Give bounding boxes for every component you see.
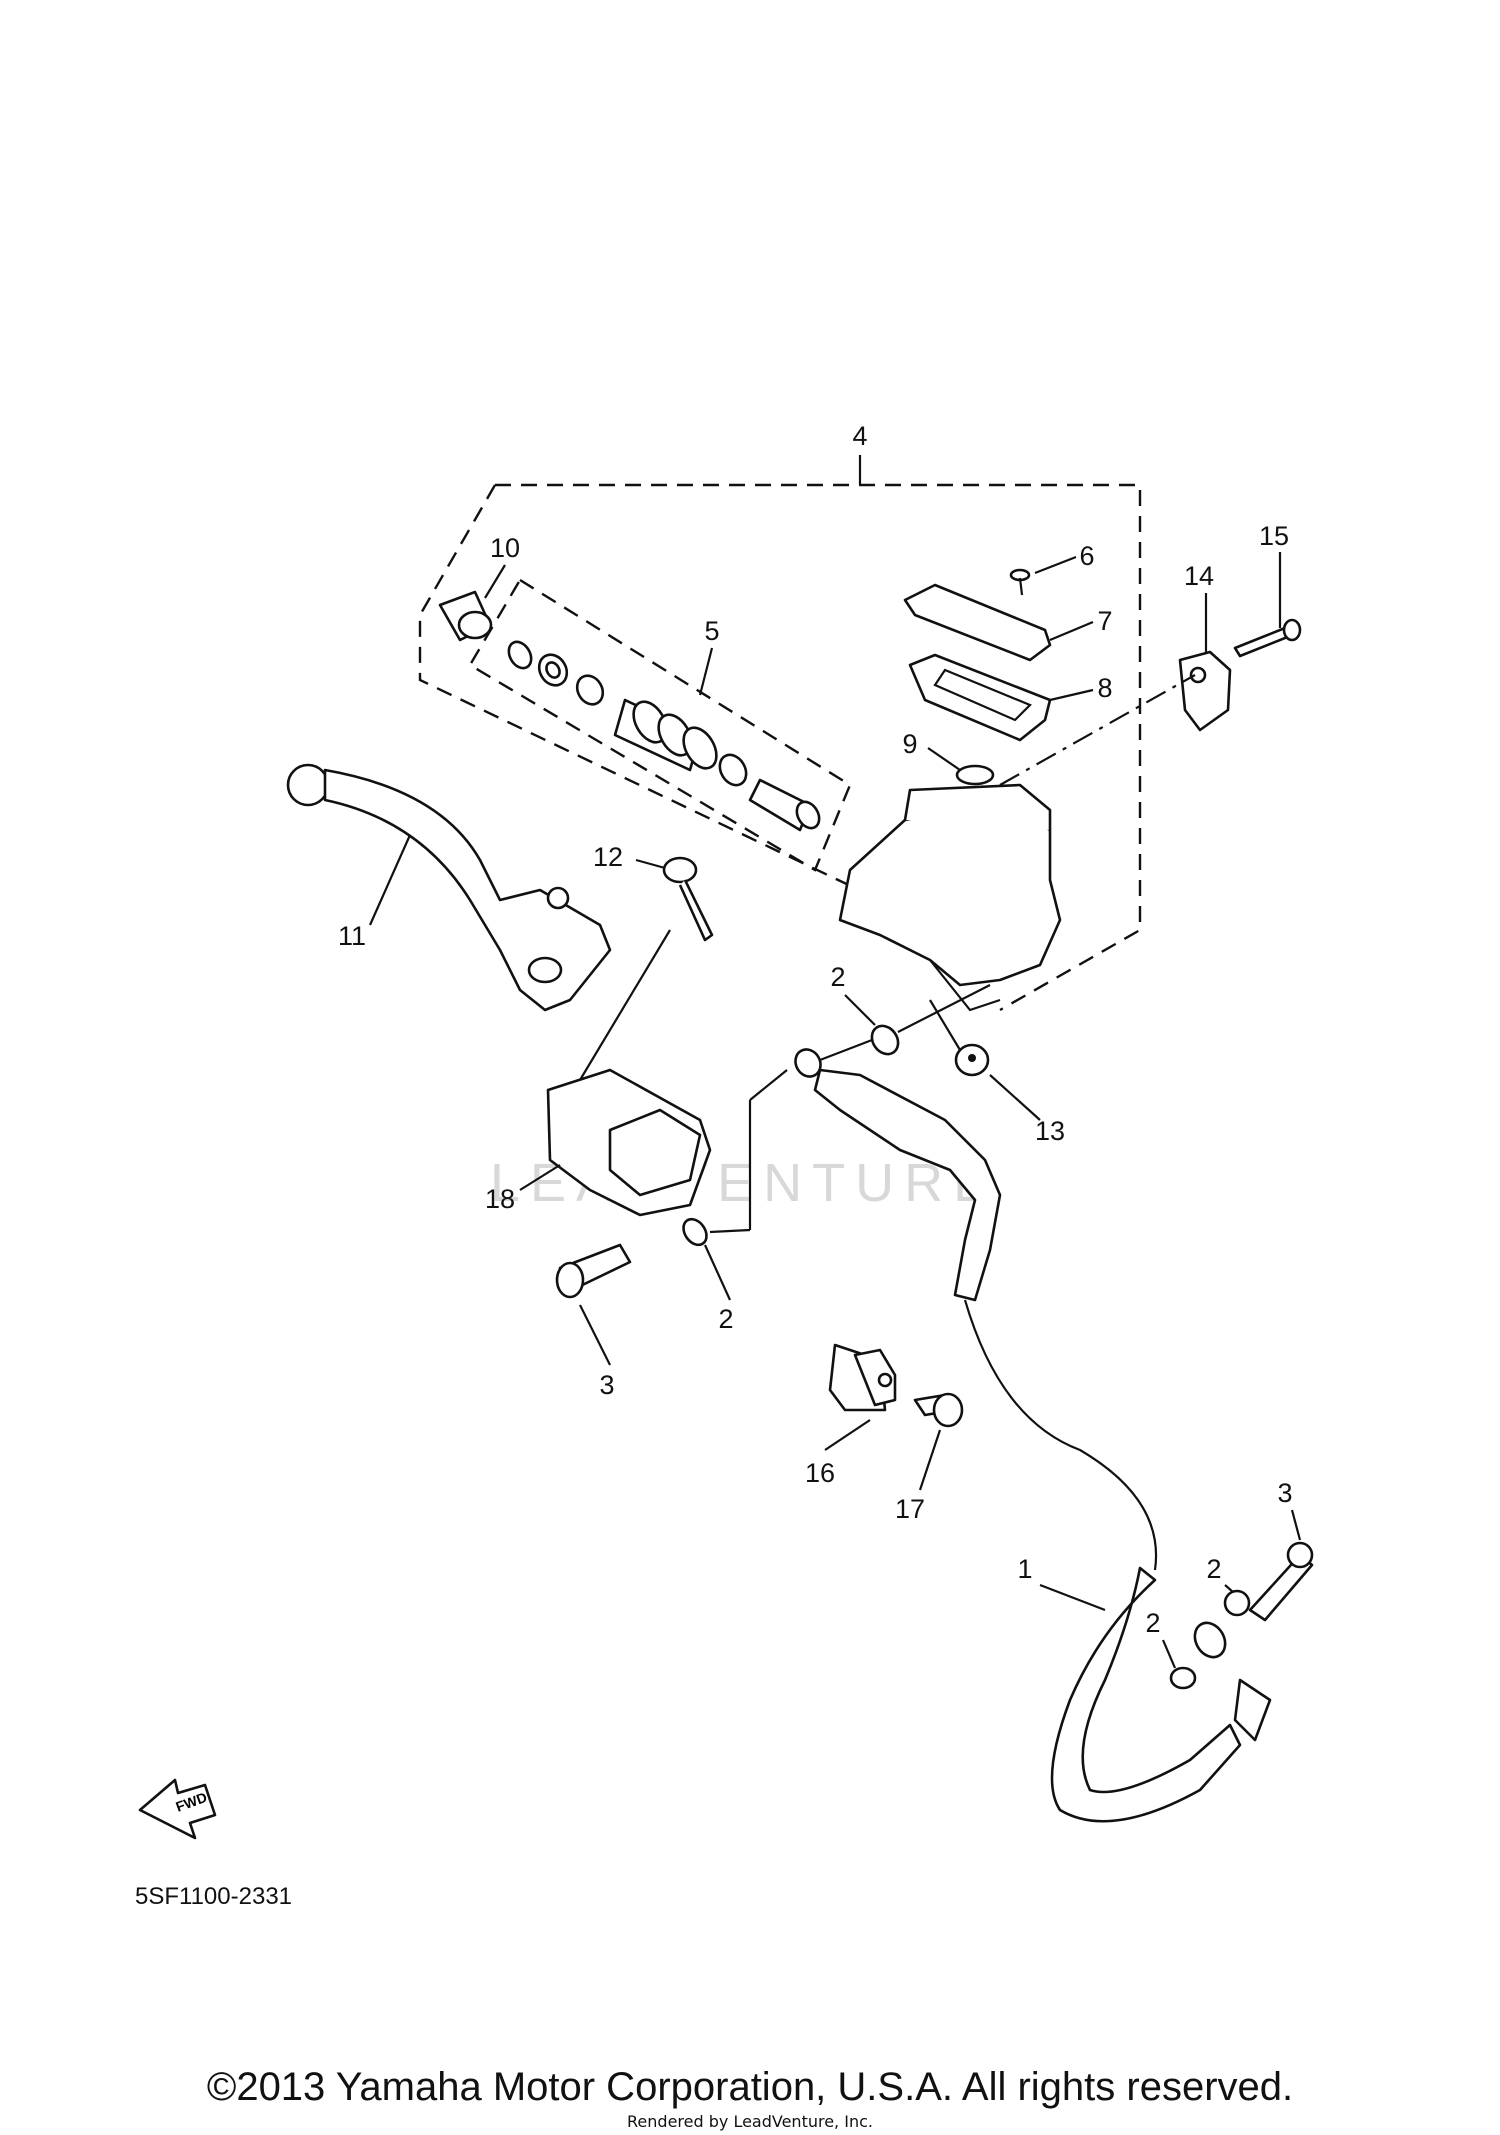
cap-screw	[999, 674, 1196, 786]
callout-leader-c2a	[844, 994, 876, 1026]
callout-label-c2c: 2	[1206, 1554, 1221, 1584]
copyright-notice: ©2013 Yamaha Motor Corporation, U.S.A. A…	[206, 2065, 1294, 2109]
holder-bolt	[1233, 618, 1302, 658]
callout-leader-c17	[918, 1429, 942, 1491]
callout-leader-c5	[698, 647, 714, 696]
callout-leader-c2b	[703, 1244, 732, 1301]
callout-label-c12: 12	[593, 842, 623, 872]
callout-leader-c18	[519, 1164, 561, 1191]
callout-label-c2b: 2	[718, 1304, 733, 1334]
clutch-lever	[286, 763, 612, 1012]
pivot-bolt	[662, 856, 714, 942]
callout-label-c2a: 2	[830, 962, 845, 992]
callout-leader-c8	[1049, 688, 1094, 702]
copper-washers	[682, 1024, 1251, 1690]
callout-label-c18: 18	[485, 1184, 515, 1214]
callout-leader-c10	[484, 564, 506, 599]
locknut	[929, 999, 990, 1077]
clutch-hose	[794, 1048, 1272, 1823]
union-bolt-lower	[1248, 1541, 1314, 1622]
callout-leader-c7	[1049, 620, 1094, 642]
clamp-screw	[913, 1392, 964, 1428]
callout-label-c5: 5	[704, 616, 719, 646]
callout-label-c4: 4	[852, 421, 867, 451]
callout-label-c2d: 2	[1145, 1608, 1160, 1638]
callout-leader-c3b	[1290, 1509, 1302, 1541]
diagram-code: 5SF1100-2331	[135, 1883, 293, 1910]
callout-label-c15: 15	[1259, 521, 1289, 551]
callout-label-c9: 9	[902, 729, 917, 759]
assembly-boundary	[418, 455, 1142, 1012]
callout-label-c8: 8	[1097, 673, 1112, 703]
callout-leader-c9	[927, 747, 961, 771]
handlebar-holder	[1178, 650, 1232, 732]
callout-label-c17: 17	[895, 1494, 925, 1524]
callout-leader-c16	[824, 1419, 871, 1451]
callout-label-c3b: 3	[1277, 1478, 1292, 1508]
union-bolt-upper	[555, 1243, 632, 1299]
callout-leader-c1	[1039, 1583, 1106, 1612]
callout-leader-c12	[635, 858, 666, 870]
callout-label-c7: 7	[1097, 606, 1112, 636]
reservoir-diaphragm	[908, 653, 1052, 742]
callout-leader-c3a	[579, 1304, 611, 1366]
hose-clamp	[828, 1343, 897, 1412]
reservoir-cap	[903, 568, 1052, 662]
master-cylinder-body	[838, 783, 1062, 1012]
callout-label-c14: 14	[1184, 561, 1214, 591]
callout-label-c10: 10	[490, 533, 520, 563]
callout-label-c13: 13	[1035, 1116, 1065, 1146]
piston-kit-boundary	[468, 578, 852, 872]
callout-leader-c11	[368, 834, 412, 926]
callout-label-c16: 16	[805, 1458, 835, 1488]
dust-boot-part	[438, 590, 493, 642]
callout-label-c1: 1	[1017, 1554, 1032, 1584]
callout-label-c6: 6	[1079, 541, 1094, 571]
plate-part	[955, 764, 995, 786]
callout-label-c11: 11	[338, 921, 366, 951]
callout-label-c3a: 3	[599, 1370, 614, 1400]
fwd-arrow-icon: FWD	[138, 1778, 217, 1840]
clutch-switch	[546, 929, 712, 1217]
rendered-by-credit: Rendered by LeadVenture, Inc.	[627, 2112, 873, 2131]
callout-leader-c2d	[1161, 1639, 1177, 1669]
callout-leader-c6	[1034, 555, 1077, 575]
piston-kit-parts	[507, 640, 821, 832]
callout-leader-c13	[989, 1074, 1041, 1121]
callout-leader-c2c	[1224, 1584, 1234, 1593]
routing-lines	[709, 984, 991, 1234]
